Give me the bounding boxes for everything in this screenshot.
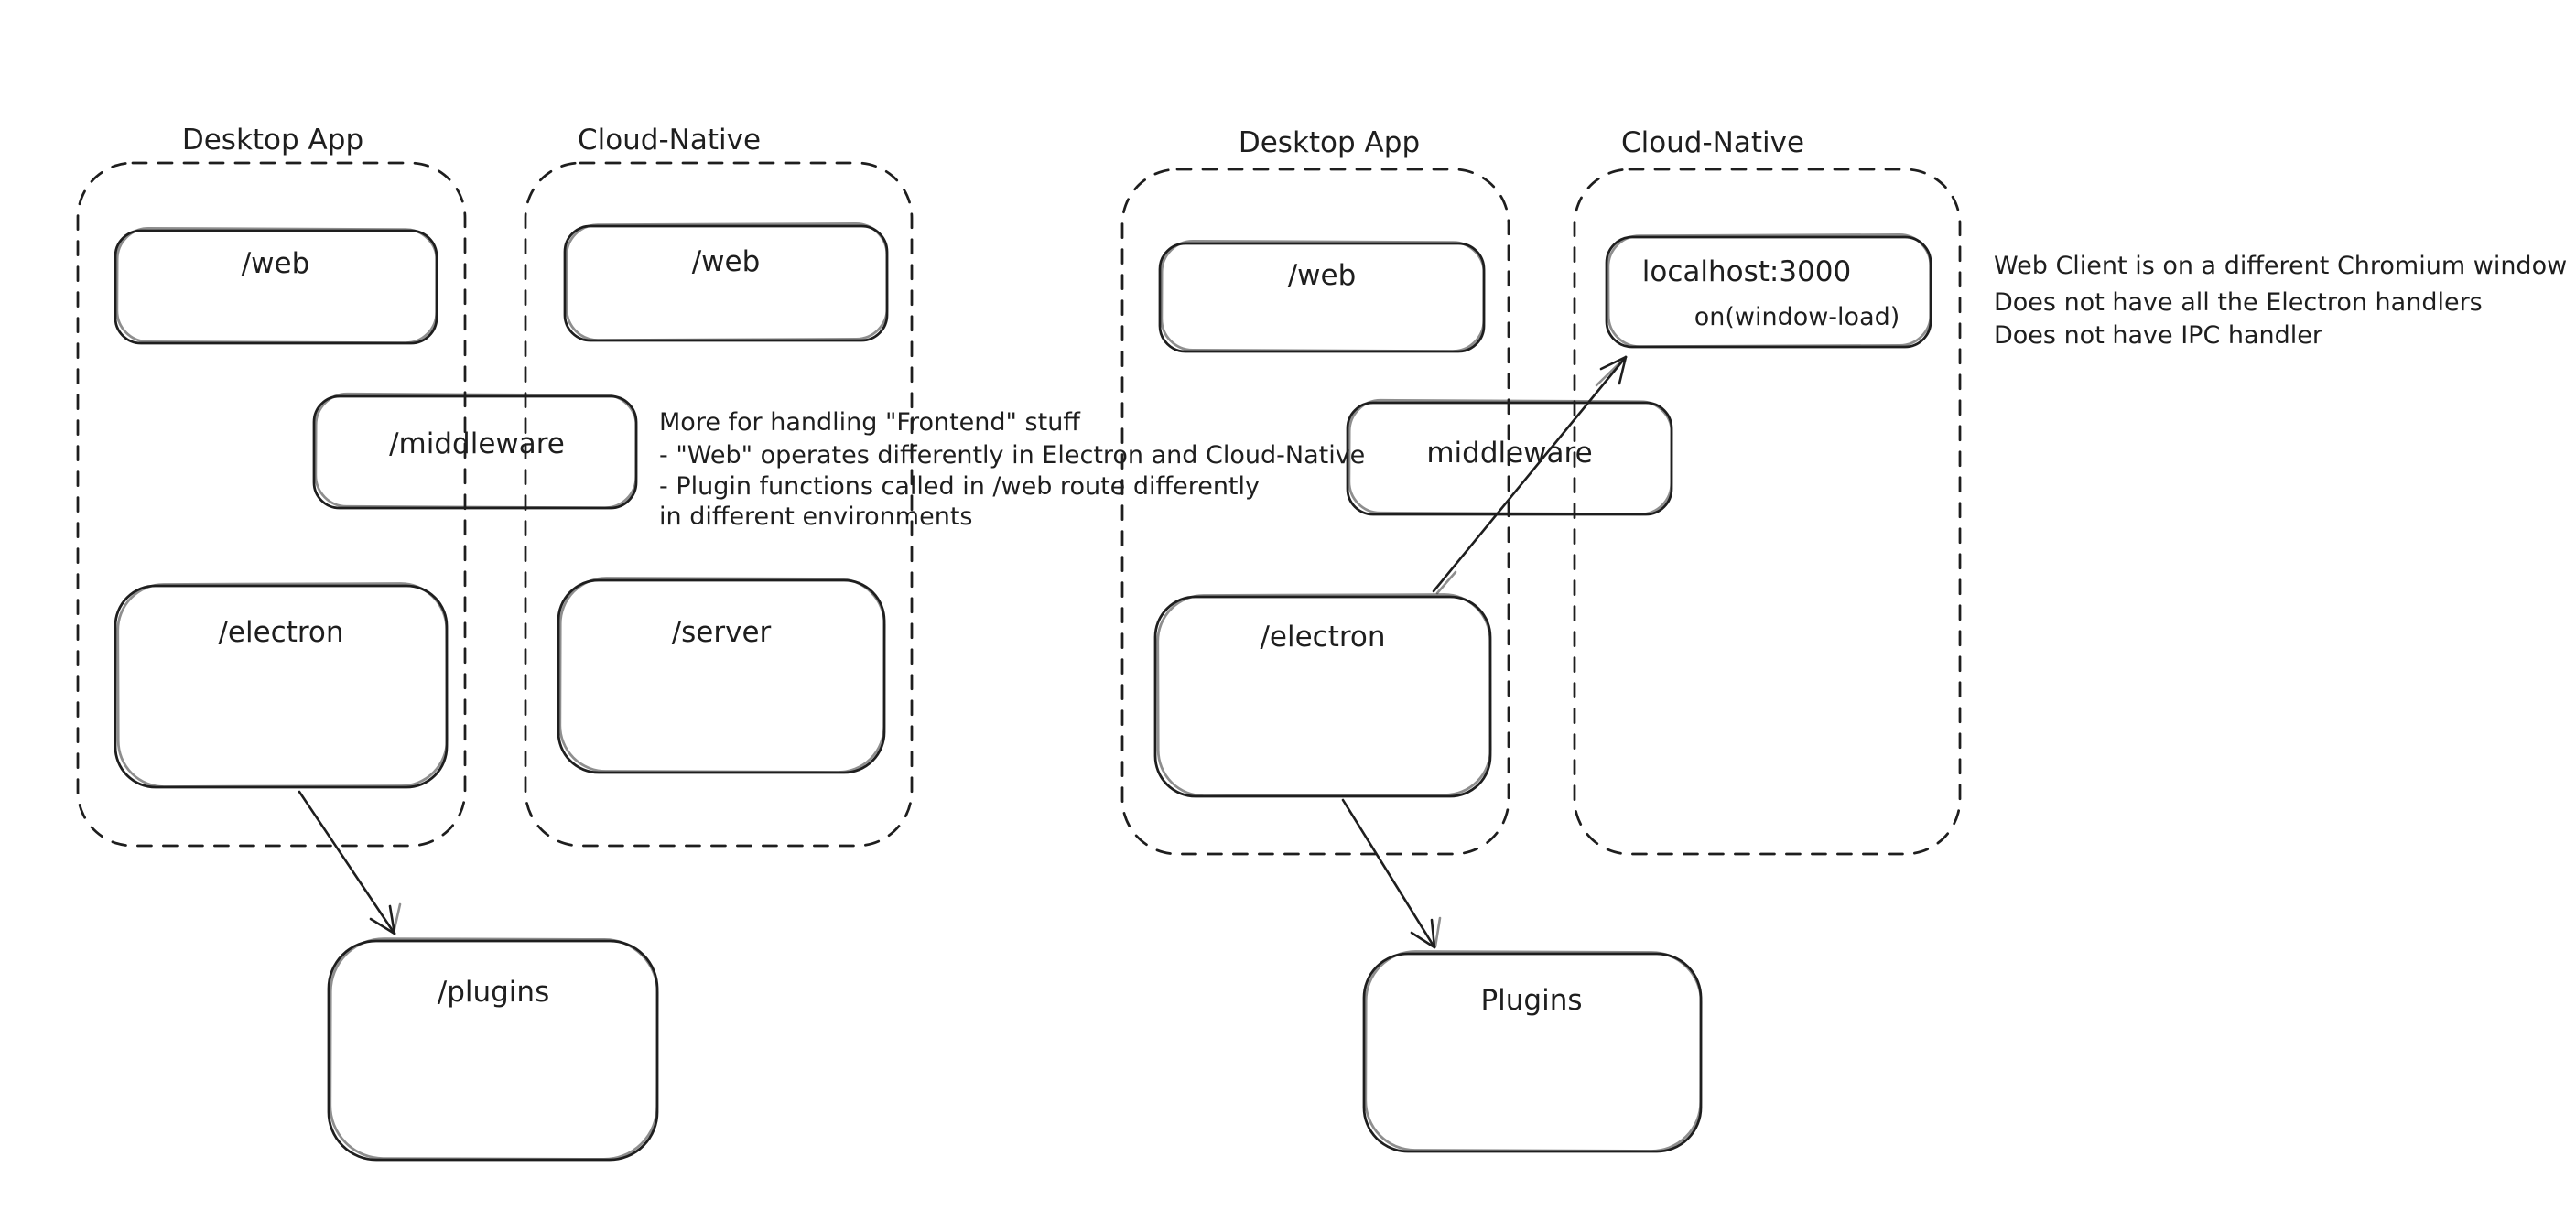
left-cloud-web-box-sketch [565, 222, 889, 341]
left-web-box-group: /web [114, 227, 438, 345]
right-electron-plugins-arrow [1341, 798, 1442, 949]
left-plugins-label: /plugins [438, 976, 549, 1009]
left-cloud-web-box-group: /web [563, 222, 889, 342]
right-plugins-box-group: Plugins [1362, 950, 1703, 1153]
left-plugins-box-sketch [329, 937, 659, 1161]
left-cloud-container [524, 161, 914, 848]
right-cloud-container-group: Cloud-Native [1573, 126, 1962, 856]
left-server-box [557, 578, 886, 774]
left-annotation-line-1: More for handling "Frontend" stuff [659, 408, 1081, 437]
left-web-label: /web [242, 247, 310, 280]
right-desktop-container [1120, 168, 1510, 856]
left-plugins-box-group: /plugins [327, 937, 659, 1162]
left-middleware-box-sketch [314, 392, 638, 510]
left-electron-plugins-arrow [298, 790, 402, 935]
left-web-box-sketch [115, 227, 438, 344]
left-electron-box-sketch [116, 582, 449, 788]
right-web-label: /web [1288, 259, 1357, 292]
right-electron-label: /electron [1260, 621, 1385, 654]
right-annotation: Web Client is on a different Chromium wi… [1994, 252, 2567, 350]
right-web-box-group: /web [1158, 240, 1486, 353]
right-electron-localhost-arrow [1432, 355, 1628, 595]
right-plugins-box-sketch [1364, 950, 1703, 1152]
right-localhost-box-sketch [1607, 233, 1932, 348]
left-desktop-label: Desktop App [182, 124, 363, 157]
left-annotation-line-4: in different environments [659, 503, 972, 531]
left-server-label: /server [672, 616, 772, 649]
left-cloud-web-label: /web [692, 245, 761, 278]
right-web-box-sketch [1160, 240, 1486, 352]
left-middleware-box-group: /middleware [312, 392, 638, 510]
right-annotation-line-1: Web Client is on a different Chromium wi… [1994, 252, 2567, 280]
right-middleware-label: middleware [1426, 437, 1592, 470]
left-server-box-sketch [558, 577, 886, 773]
right-electron-box-group: /electron [1153, 593, 1492, 798]
right-window-load-label: on(window-load) [1694, 303, 1900, 331]
left-cloud-container-group: Cloud-Native [524, 124, 914, 848]
left-cloud-label: Cloud-Native [578, 124, 761, 157]
right-desktop-container-group: Desktop App [1120, 126, 1510, 856]
right-localhost-label: localhost:3000 [1642, 255, 1852, 288]
right-middleware-box-sketch [1348, 398, 1673, 516]
left-annotation-line-3: - Plugin functions called in /web route … [659, 472, 1260, 501]
left-cloud-web-box [563, 224, 889, 342]
left-annotation-line-2: - "Web" operates differently in Electron… [659, 441, 1365, 470]
right-electron-box-sketch [1156, 593, 1492, 797]
right-middleware-box-group: middleware [1346, 398, 1673, 516]
right-plugins-label: Plugins [1480, 984, 1582, 1017]
left-desktop-container [76, 161, 467, 848]
right-cloud-label: Cloud-Native [1621, 126, 1804, 159]
right-desktop-label: Desktop App [1239, 126, 1420, 159]
right-localhost-box-group: localhost:3000 on(window-load) [1605, 233, 1932, 349]
left-desktop-container-group: Desktop App [76, 124, 467, 848]
left-plugins-box [327, 939, 659, 1162]
left-annotation: More for handling "Frontend" stuff - "We… [659, 408, 1365, 531]
left-middleware-label: /middleware [389, 427, 565, 460]
left-server-box-group: /server [557, 577, 886, 774]
right-cloud-container [1573, 168, 1962, 856]
right-annotation-line-2: Does not have all the Electron handlers [1994, 288, 2483, 317]
right-annotation-line-3: Does not have IPC handler [1994, 321, 2323, 350]
left-electron-label: /electron [218, 616, 343, 649]
left-electron-box-group: /electron [114, 582, 449, 789]
